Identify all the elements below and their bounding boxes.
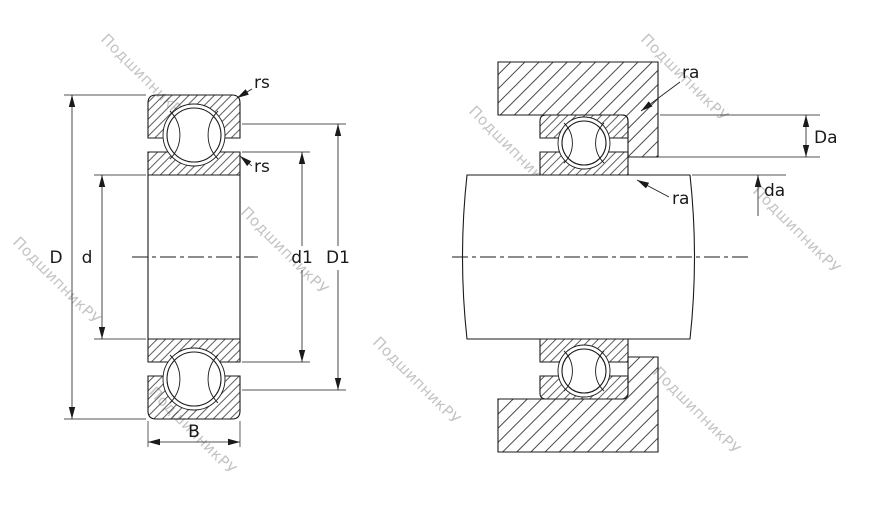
left-view-dimensions: D d d1 D1 B xyxy=(49,73,350,447)
right-view-mounting-section xyxy=(452,61,750,453)
label-D1: D1 xyxy=(326,248,350,268)
cage-arc xyxy=(563,350,573,392)
dimension-D: D xyxy=(49,94,146,420)
dimension-d: d xyxy=(82,174,146,340)
left-view-bearing-section xyxy=(132,94,258,420)
label-ra-shaft: ra xyxy=(672,189,689,209)
cage-arc xyxy=(169,110,181,160)
label-ra-housing: ra xyxy=(682,63,699,83)
callout-rs-outer: rs xyxy=(236,73,270,99)
dimension-Da: Da xyxy=(658,114,838,158)
cage-arc xyxy=(595,350,605,392)
label-d: d xyxy=(82,248,93,268)
label-D: D xyxy=(49,248,62,268)
label-Da: Da xyxy=(814,128,838,148)
label-B: B xyxy=(188,422,200,442)
ball-top xyxy=(561,120,607,166)
ball-bottom xyxy=(166,351,222,407)
dimension-D1: D1 xyxy=(242,123,350,391)
callout-ra-housing: ra xyxy=(640,63,699,112)
dimension-d1: d1 xyxy=(242,151,313,363)
cage-arc xyxy=(563,122,573,164)
right-view-dimensions: ra Da da ra xyxy=(636,63,838,216)
dimension-B: B xyxy=(147,421,241,447)
cage-arc xyxy=(595,122,605,164)
label-rs-inner: rs xyxy=(254,157,270,177)
ball-top xyxy=(166,107,222,163)
callout-ra-shaft: ra xyxy=(636,179,689,209)
bore-outline xyxy=(147,174,241,340)
cage-arc xyxy=(169,354,181,404)
cage-arc xyxy=(207,354,219,404)
cage-arc xyxy=(207,110,219,160)
callout-rs-inner: rs xyxy=(239,155,270,177)
label-d1: d1 xyxy=(291,248,313,268)
ball-bottom xyxy=(561,348,607,394)
label-da: da xyxy=(764,181,785,201)
label-rs-outer: rs xyxy=(254,73,270,93)
dimension-da: da xyxy=(692,174,786,216)
